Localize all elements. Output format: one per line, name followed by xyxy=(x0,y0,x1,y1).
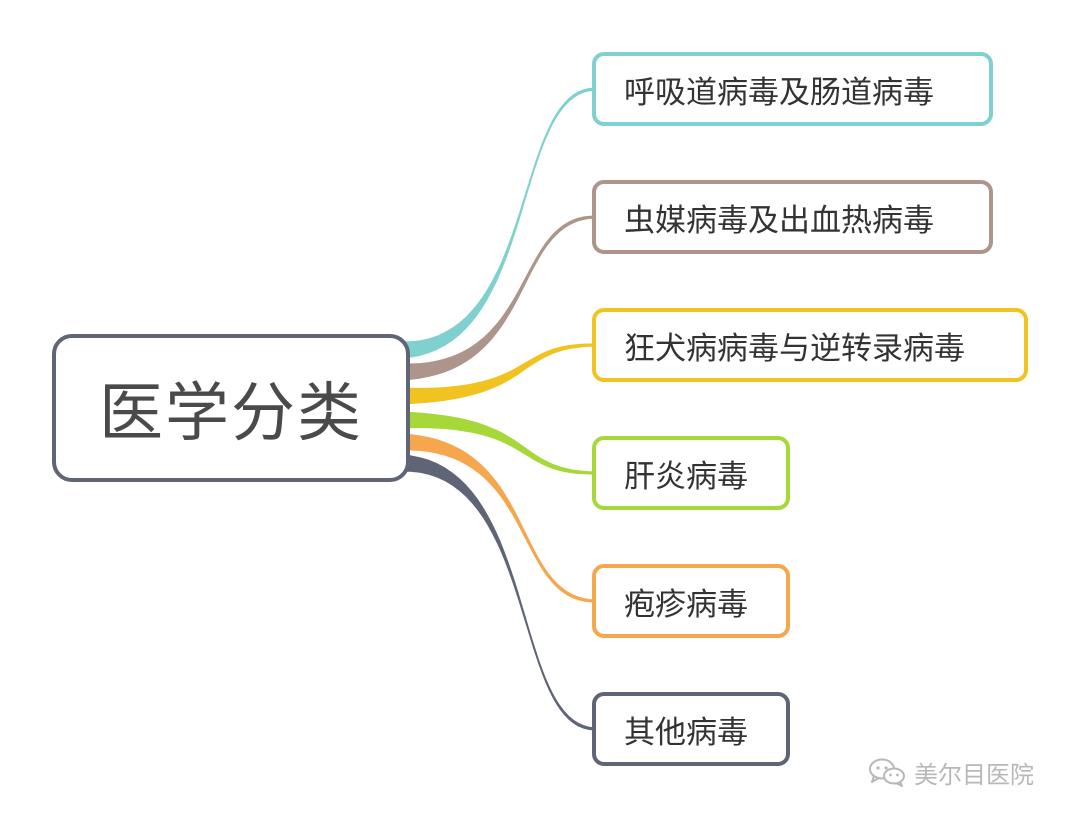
branch-label: 狂犬病病毒与逆转录病毒 xyxy=(624,330,965,367)
root-label: 医学分类 xyxy=(99,377,363,451)
branch-node-herpes: 疱疹病毒 xyxy=(592,564,790,638)
branch-node-hepatitis: 肝炎病毒 xyxy=(592,436,790,510)
branch-node-other: 其他病毒 xyxy=(592,692,790,766)
root-node: 医学分类 xyxy=(52,334,410,482)
connector-hepatitis xyxy=(400,411,596,475)
branch-label: 虫媒病毒及出血热病毒 xyxy=(624,202,934,239)
branch-node-respiratory-enteric: 呼吸道病毒及肠道病毒 xyxy=(592,52,993,126)
branch-node-rabies-retrovirus: 狂犬病病毒与逆转录病毒 xyxy=(592,308,1028,382)
watermark: 美尔目医院 xyxy=(868,752,1034,792)
branch-label: 疱疹病毒 xyxy=(624,586,748,623)
connector-arbovirus-hemorrhagic xyxy=(400,215,596,381)
branch-label: 呼吸道病毒及肠道病毒 xyxy=(624,74,934,111)
branch-label: 其他病毒 xyxy=(624,714,748,751)
watermark-text: 美尔目医院 xyxy=(914,760,1034,789)
wechat-icon xyxy=(869,758,905,787)
connector-rabies-retrovirus xyxy=(400,343,596,405)
branch-label: 肝炎病毒 xyxy=(624,458,748,495)
connector-herpes xyxy=(400,433,596,603)
branch-node-arbovirus-hemorrhagic: 虫媒病毒及出血热病毒 xyxy=(592,180,993,254)
